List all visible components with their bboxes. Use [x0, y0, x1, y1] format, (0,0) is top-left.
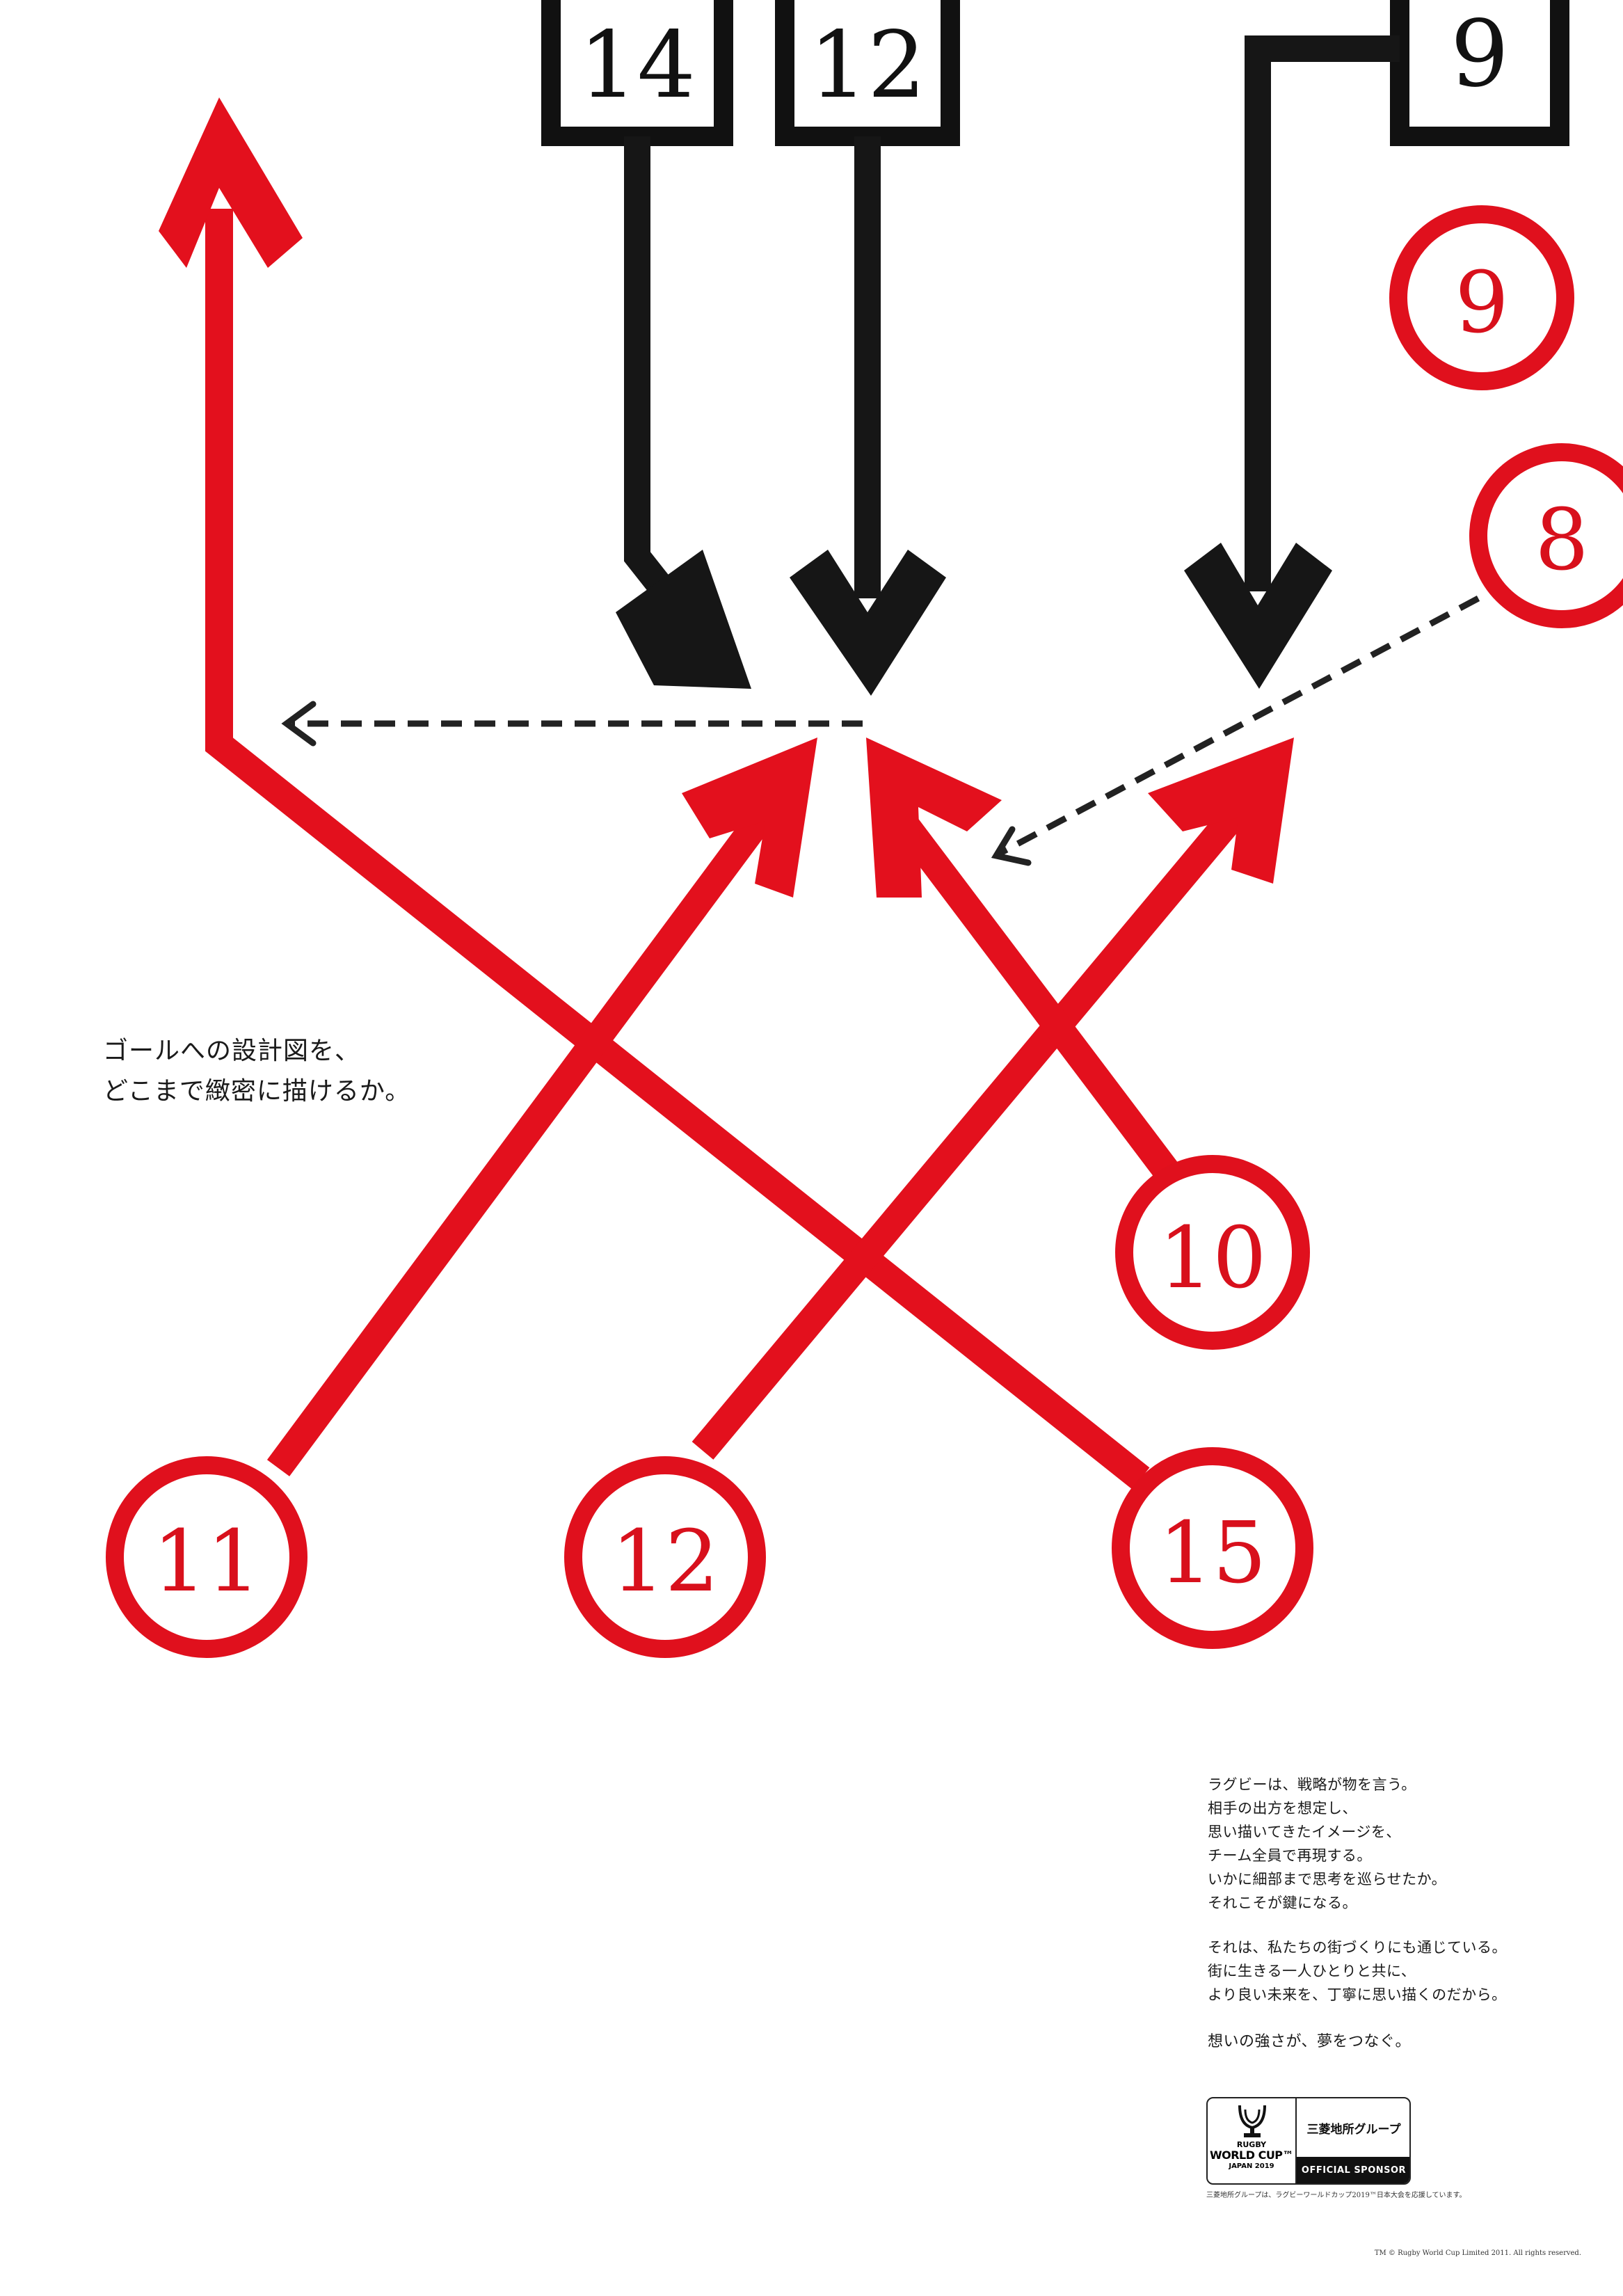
body-line: それこそが鍵になる。 — [1208, 1895, 1357, 1911]
body-copy: ラグビーは、戦略が物を言う。 相手の出方を想定し、 思い描いてきたイメージを、 … — [1208, 1773, 1507, 2054]
headline-line-1: ゴールへの設計図を、 — [103, 1037, 361, 1065]
team-run-11 — [266, 738, 817, 1476]
tagline: 想いの強さが、夢をつなぐ。 — [1208, 2033, 1412, 2050]
headline: ゴールへの設計図を、 どこまで緻密に描けるか。 — [103, 1031, 410, 1112]
sponsor-note: 三菱地所グループは、ラグビーワールドカップ2019™日本大会を応援しています。 — [1206, 2192, 1466, 2199]
player-circle-15: 15 — [1112, 1447, 1313, 1649]
opponent-number-14: 14 — [579, 12, 696, 119]
player-number-8: 8 — [1535, 491, 1589, 589]
official-sponsor-label: OFFICIAL SPONSOR — [1297, 2157, 1409, 2183]
player-circle-9: 9 — [1389, 205, 1574, 390]
opponent-box-14: 14 — [541, 0, 733, 146]
headline-line-2: どこまで緻密に描けるか。 — [103, 1077, 411, 1106]
team-run-10 — [866, 738, 1187, 1192]
rwc-text-rugby: RUGBY — [1236, 2140, 1267, 2149]
player-number-11: 11 — [152, 1512, 260, 1611]
body-line: チーム全員で再現する。 — [1208, 1847, 1372, 1864]
copyright-notice: TM © Rugby World Cup Limited 2011. All r… — [1374, 2249, 1581, 2257]
player-number-10: 10 — [1158, 1209, 1266, 1307]
player-circle-10: 10 — [1115, 1155, 1310, 1350]
player-number-12: 12 — [611, 1512, 719, 1611]
body-line: より良い未来を、丁寧に思い描くのだから。 — [1208, 1986, 1507, 2003]
opponent-number-9: 9 — [1450, 1, 1509, 108]
body-line: 相手の出方を想定し、 — [1208, 1800, 1357, 1817]
body-line: 街に生きる一人ひとりと共に、 — [1208, 1963, 1416, 1979]
pass-line-right — [991, 596, 1480, 866]
body-line: いかに細部まで思考を巡らせたか。 — [1208, 1871, 1447, 1888]
team-run-12 — [691, 738, 1294, 1460]
opponent-run-14 — [616, 136, 751, 689]
webb-ellis-cup-icon — [1238, 2105, 1266, 2137]
body-line: ラグビーは、戦略が物を言う。 — [1208, 1776, 1416, 1793]
body-line: それは、私たちの街づくりにも通じている。 — [1208, 1939, 1507, 1956]
opponent-box-9: 9 — [1390, 0, 1569, 146]
opponent-number-12: 12 — [809, 12, 926, 119]
rwc-text-world-cup: WORLD CUP™ — [1209, 2148, 1294, 2162]
player-number-15: 15 — [1158, 1504, 1266, 1602]
pass-line-left — [281, 701, 863, 747]
team-run-15 — [159, 97, 1150, 1490]
rwc-text-japan-2019: JAPAN 2019 — [1229, 2162, 1274, 2170]
body-line: 思い描いてきたイメージを、 — [1208, 1824, 1401, 1840]
player-circle-11: 11 — [106, 1456, 307, 1658]
opponent-box-12: 12 — [775, 0, 960, 146]
player-circle-8: 8 — [1469, 443, 1623, 628]
opponent-run-12 — [790, 136, 946, 696]
sponsor-badge: RUGBY WORLD CUP™ JAPAN 2019 三菱地所グループ OFF… — [1206, 2097, 1411, 2185]
player-circle-12: 12 — [564, 1456, 766, 1658]
player-number-9: 9 — [1455, 253, 1509, 352]
opponent-run-9 — [1184, 35, 1400, 689]
mitsubishi-estate-group-name: 三菱地所グループ — [1306, 2122, 1401, 2137]
rugby-world-cup-logo: RUGBY WORLD CUP™ JAPAN 2019 — [1208, 2098, 1297, 2183]
